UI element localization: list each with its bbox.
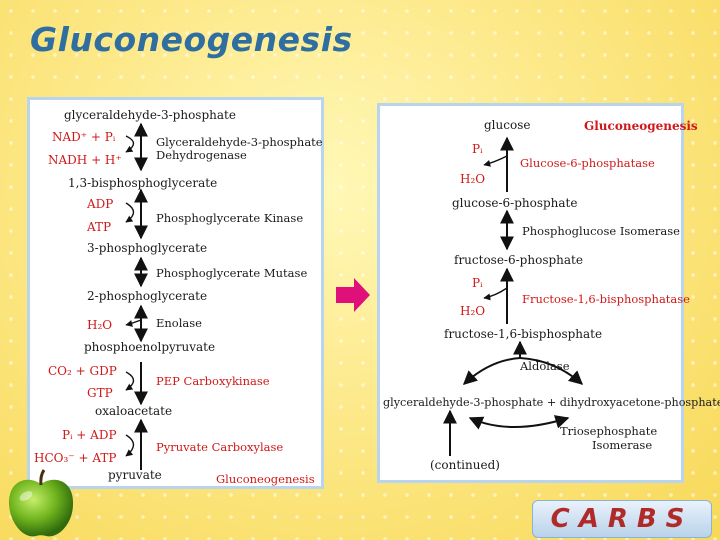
carbs-logo-text: CARBS: [550, 504, 694, 534]
cofactor-nadh: NADH + H⁺: [48, 153, 122, 167]
metabolite-2-phosphoglycerate: 2-phosphoglycerate: [87, 289, 208, 303]
enzyme-phosphoglycerate-mutase: Phosphoglycerate Mutase: [156, 266, 308, 280]
node-glucose-6-phosphate: glucose-6-phosphate: [452, 196, 578, 210]
right-arrows: [443, 136, 584, 456]
metabolite-1-3-bisphosphoglycerate: 1,3-bisphosphoglycerate: [68, 176, 218, 190]
right-panel-header: Gluconeogenesis: [584, 119, 698, 133]
cofactor-water-2: H₂O: [460, 304, 486, 318]
node-fructose-6-phosphate: fructose-6-phosphate: [454, 253, 583, 267]
enzyme-glucose-6-phosphatase: Glucose-6-phosphatase: [520, 156, 655, 170]
enzyme-aldolase: Aldolase: [520, 359, 570, 373]
metabolite-oxaloacetate: oxaloacetate: [95, 404, 173, 418]
enzyme-enolase: Enolase: [156, 316, 202, 330]
enzyme-pep-carboxykinase: PEP Carboxykinase: [156, 374, 270, 388]
carbs-logo: CARBS: [532, 500, 712, 538]
cofactor-pi-1: Pᵢ: [472, 142, 483, 156]
gluconeogenesis-bypass-panel: glucose Gluconeogenesis Pᵢ H₂O Glucose-6…: [377, 103, 720, 483]
left-arrows: [125, 122, 148, 470]
cofactor-water-1: H₂O: [460, 172, 486, 186]
node-fructose-1-6-bisphosphate: fructose-1,6-bisphosphate: [444, 327, 603, 341]
cofactor-pi-2: Pᵢ: [472, 276, 483, 290]
enzyme-gapdh-line2: Dehydrogenase: [156, 148, 247, 162]
enzyme-triosephosphate-isomerase-line2: Isomerase: [592, 438, 653, 452]
cofactor-gtp: GTP: [87, 386, 113, 400]
cofactor-hco3-atp: HCO₃⁻ + ATP: [34, 451, 117, 465]
node-triose-phosphates: glyceraldehyde-3-phosphate + dihydroxyac…: [383, 396, 720, 409]
arrow-right-icon: [336, 278, 370, 312]
apple-icon: [8, 469, 74, 537]
enzyme-phosphoglucose-isomerase: Phosphoglucose Isomerase: [522, 224, 680, 238]
glycolysis-reverse-panel: glyceraldehyde-3-phosphate NAD⁺ + Pᵢ NAD…: [27, 97, 324, 489]
enzyme-fructose-1-6-bisphosphatase: Fructose-1,6-bisphosphatase: [522, 292, 690, 306]
cofactor-nad-pi: NAD⁺ + Pᵢ: [52, 130, 116, 144]
cofactor-water: H₂O: [87, 318, 113, 332]
cofactor-adp: ADP: [87, 197, 114, 211]
enzyme-pyruvate-carboxylase: Pyruvate Carboxylase: [156, 440, 284, 454]
node-continued: (continued): [430, 458, 500, 472]
enzyme-gapdh-line1: Glyceraldehyde-3-phosphate: [156, 135, 323, 149]
cofactor-co2-gdp: CO₂ + GDP: [48, 364, 117, 378]
enzyme-phosphoglycerate-kinase: Phosphoglycerate Kinase: [156, 211, 304, 225]
left-panel-footer-label: Gluconeogenesis: [216, 472, 315, 486]
cofactor-atp: ATP: [87, 220, 112, 234]
metabolite-glyceraldehyde-3-phosphate: glyceraldehyde-3-phosphate: [64, 108, 236, 122]
metabolite-pyruvate: pyruvate: [108, 468, 162, 482]
metabolite-phosphoenolpyruvate: phosphoenolpyruvate: [84, 340, 216, 354]
metabolite-3-phosphoglycerate: 3-phosphoglycerate: [87, 241, 208, 255]
slide-title: Gluconeogenesis: [30, 20, 353, 59]
node-glucose: glucose: [484, 118, 531, 132]
enzyme-triosephosphate-isomerase-line1: Triosephosphate: [560, 424, 658, 438]
cofactor-pi-adp: Pᵢ + ADP: [62, 428, 117, 442]
